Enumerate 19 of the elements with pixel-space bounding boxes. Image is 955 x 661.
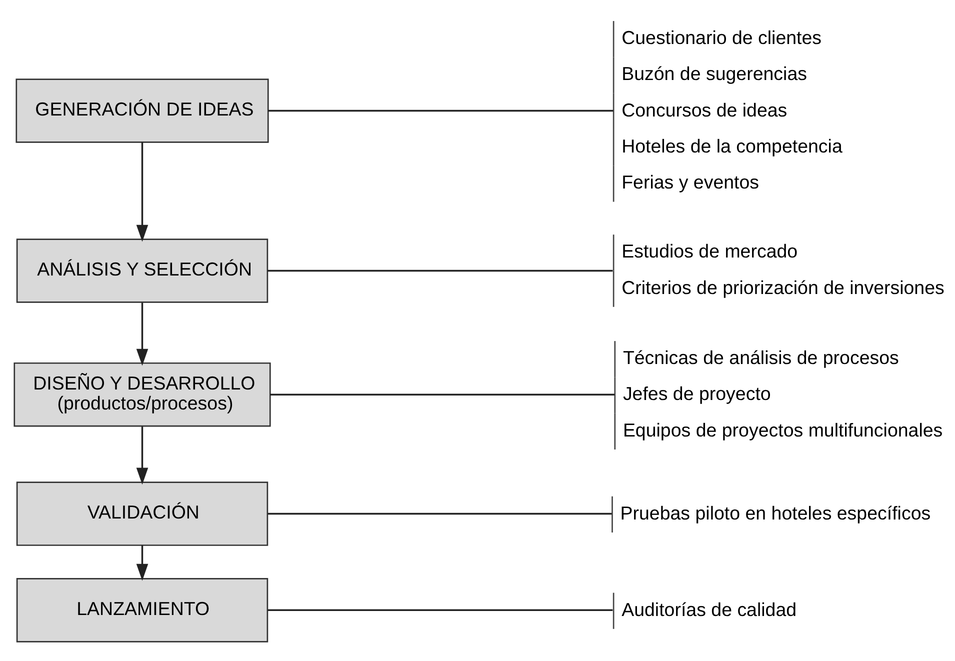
connector (267, 512, 612, 514)
connector (267, 608, 612, 611)
node-box: DISEÑO Y DESARROLLO (productos/procesos) (13, 362, 270, 426)
node-text: Estudios de mercado Criterios de priorización de inversiones (621, 240, 944, 298)
node-text: Pruebas piloto en hoteles específicos (620, 502, 930, 523)
node-box: VALIDACIÓN (16, 481, 268, 546)
node-text: Cuestionario de clientes Buzón de sugerencias Concursos de ideas Hoteles de la competencia Ferias y eventos (621, 26, 842, 192)
arrow (136, 302, 148, 366)
arrow (136, 544, 148, 580)
node-text: Técnicas de análisis de procesos Jefes de proyecto Equipos de proyectos multifuncionales (622, 346, 942, 440)
connector (268, 109, 613, 112)
arrow (136, 426, 148, 484)
node-text: Auditorías de calidad (621, 598, 796, 620)
connector (266, 269, 612, 272)
connector (270, 393, 614, 395)
arrow (136, 142, 148, 242)
node-box: GENERACIÓN DE IDEAS (15, 78, 268, 142)
node-box: ANÁLISIS Y SELECCIÓN (16, 238, 268, 302)
node-box: LANZAMIENTO (16, 578, 268, 642)
